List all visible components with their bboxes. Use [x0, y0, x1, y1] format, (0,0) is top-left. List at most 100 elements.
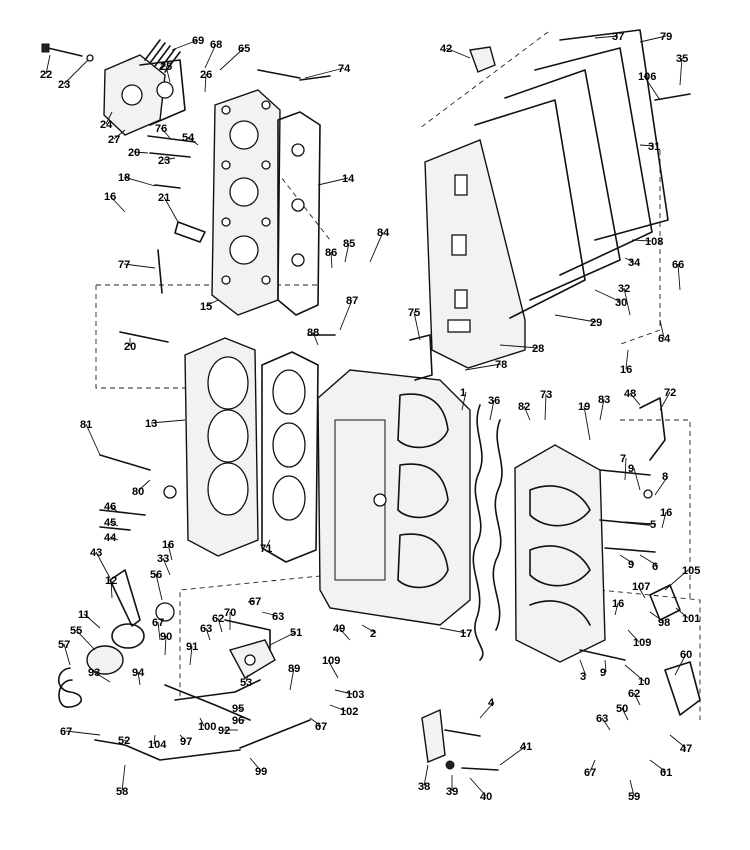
leader-line-c84	[369, 231, 384, 263]
callout-label-c32: 32	[618, 283, 630, 295]
leader-line-c109b	[627, 629, 640, 643]
leader-line-c38	[423, 764, 429, 787]
leader-line-c29	[554, 314, 597, 323]
leader-line-c100	[199, 717, 205, 727]
cylinder-head	[211, 89, 281, 316]
leader-line-c21	[163, 196, 179, 223]
callout-label-c28: 28	[532, 343, 544, 355]
callout-label-c109a: 109	[322, 655, 340, 667]
callout-label-c86: 86	[325, 247, 337, 259]
leader-line-c7	[624, 457, 627, 481]
leader-line-c16a	[109, 195, 126, 213]
leader-line-c17	[439, 627, 467, 634]
callout-label-c6: 6	[652, 561, 658, 573]
leader-line-c104	[153, 734, 156, 745]
callout-label-c85: 85	[343, 238, 355, 250]
callout-label-c79: 79	[660, 31, 672, 43]
leader-line-c24	[105, 111, 113, 125]
leader-line-c61	[649, 759, 667, 773]
callout-label-c62a: 62	[212, 613, 224, 625]
crankcase-seal	[472, 404, 503, 661]
callout-label-c22: 22	[40, 69, 52, 81]
callout-label-c19: 19	[578, 401, 590, 413]
leader-line-c3	[579, 659, 587, 677]
cover-plates	[424, 47, 653, 369]
callout-label-c81: 81	[80, 419, 92, 431]
leader-line-c35	[679, 57, 683, 86]
callout-label-c27: 27	[108, 134, 120, 146]
callout-label-c18: 18	[118, 172, 130, 184]
leader-line-c8	[654, 475, 669, 496]
callout-label-c64: 64	[658, 333, 671, 345]
callout-label-c50: 50	[616, 703, 628, 715]
bracket-38	[421, 708, 499, 771]
leader-line-c12	[110, 579, 113, 599]
leader-line-c67d	[309, 717, 322, 727]
leader-line-c109a	[327, 659, 339, 679]
leader-line-c93	[93, 671, 111, 683]
callout-label-c25: 25	[160, 61, 172, 73]
leader-line-c67a	[157, 621, 161, 641]
callout-label-c54: 54	[182, 132, 195, 144]
callout-label-c36: 36	[488, 395, 500, 407]
leader-line-c16b	[167, 543, 173, 561]
callout-label-c13: 13	[145, 418, 157, 430]
leader-line-c63a	[205, 627, 211, 641]
callout-label-c59: 59	[628, 791, 640, 803]
leader-line-c33	[162, 557, 171, 576]
callout-label-c94: 94	[132, 667, 145, 679]
callout-label-c31: 31	[648, 141, 660, 153]
callout-label-c83: 83	[598, 394, 610, 406]
callout-label-c52: 52	[118, 735, 130, 747]
callout-label-c30: 30	[615, 297, 627, 309]
callout-label-c10: 10	[638, 676, 650, 688]
callout-label-c39: 39	[446, 786, 458, 798]
callout-label-c72: 72	[664, 387, 676, 399]
leader-line-c103	[334, 689, 353, 695]
leader-line-c67c	[65, 730, 101, 736]
callout-label-c17: 17	[460, 628, 472, 640]
callout-label-c16a: 16	[104, 191, 116, 203]
callout-label-c5: 5	[650, 519, 656, 531]
callout-label-c16b: 16	[162, 539, 174, 551]
leader-line-c71	[265, 539, 271, 549]
callout-label-c9a: 9	[628, 463, 634, 475]
callout-label-c90: 90	[160, 631, 172, 643]
callout-label-c104: 104	[148, 739, 167, 751]
callout-label-c80: 80	[132, 486, 144, 498]
leader-line-c50	[621, 707, 629, 721]
leader-line-c89	[289, 667, 295, 691]
leader-line-c34	[624, 257, 635, 263]
callout-label-c62b: 62	[628, 688, 640, 700]
leader-line-c22	[45, 54, 51, 75]
callout-label-c78: 78	[495, 359, 507, 371]
throttle-lever	[224, 619, 276, 679]
leader-line-c98	[649, 611, 665, 623]
callout-label-c34: 34	[628, 257, 641, 269]
leader-line-c48	[629, 392, 641, 406]
leader-line-c23b	[163, 157, 176, 161]
callout-label-c71: 71	[260, 543, 272, 555]
callout-label-c49: 49	[333, 623, 345, 635]
plunger	[469, 46, 496, 73]
leader-line-c63b	[261, 611, 279, 617]
callout-label-c11: 11	[78, 609, 90, 621]
leader-line-c44	[109, 536, 119, 541]
callout-label-c9c: 9	[600, 667, 606, 679]
callout-label-c48: 48	[624, 388, 636, 400]
leader-line-c54	[187, 136, 199, 146]
callout-label-c4: 4	[488, 697, 495, 709]
callout-label-c55: 55	[70, 625, 82, 637]
leader-line-c45	[109, 521, 119, 527]
leader-line-c28	[499, 344, 539, 349]
callout-label-c16e: 16	[620, 364, 632, 376]
callout-label-c106: 106	[638, 71, 656, 83]
leader-line-c108	[631, 239, 652, 242]
leader-line-c32	[623, 287, 631, 316]
leader-line-c40	[469, 777, 487, 797]
callout-label-c63b: 63	[272, 611, 284, 623]
leader-line-c16d	[614, 602, 619, 616]
leader-line-c59	[629, 779, 635, 797]
callout-label-c98: 98	[658, 617, 670, 629]
leader-line-c11	[83, 613, 101, 629]
